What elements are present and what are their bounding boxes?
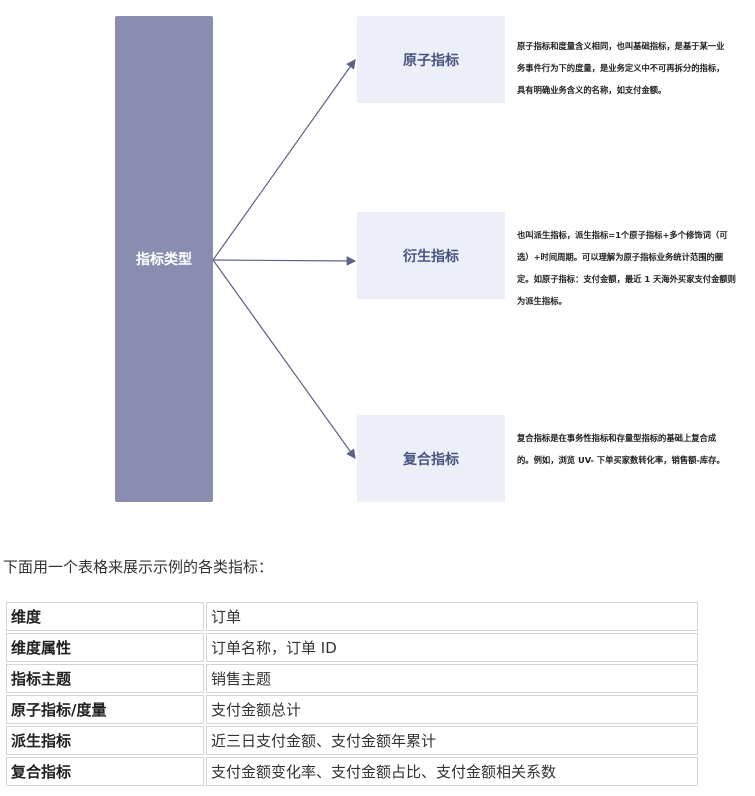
composite-description: 复合指标是在事务性指标和存量型指标的基础上复合成 的。例如，浏览 UV- 下单买… — [517, 427, 755, 471]
desc-line: 的。例如，浏览 UV- 下单买家数转化率，销售额-库存。 — [517, 455, 725, 465]
desc-line: 复合指标是在事务性指标和存量型指标的基础上复合成 — [517, 433, 717, 443]
root-label: 指标类型 — [136, 252, 192, 268]
table-row: 原子指标/度量支付金额总计 — [6, 695, 698, 724]
row-value: 订单名称，订单 ID — [206, 633, 698, 662]
arrow-to-derived — [212, 256, 357, 266]
desc-line: 定。如原子指标：支付金额，最近 1 天海外买家支付金额则 — [517, 274, 736, 284]
desc-line: 也叫派生指标，派生指标=1个原子指标+多个修饰词（可 — [517, 230, 728, 240]
row-key: 派生指标 — [6, 726, 204, 755]
desc-line: 具有明确业务含义的名称，如支付金额。 — [517, 85, 667, 95]
arrow-to-atomic — [212, 59, 356, 261]
row-key: 维度 — [6, 602, 204, 631]
row-value: 订单 — [206, 602, 698, 631]
table-row: 维度订单 — [6, 602, 698, 631]
derived-description: 也叫派生指标，派生指标=1个原子指标+多个修饰词（可 选）+时间周期。可以理解为… — [517, 224, 755, 312]
table-row: 指标主题销售主题 — [6, 664, 698, 693]
row-value: 支付金额总计 — [206, 695, 698, 724]
intro-text: 下面用一个表格来展示示例的各类指标： — [3, 558, 274, 576]
row-key: 指标主题 — [6, 664, 204, 693]
row-value: 支付金额变化率、支付金额占比、支付金额相关系数 — [206, 757, 698, 786]
table-row: 复合指标支付金额变化率、支付金额占比、支付金额相关系数 — [6, 757, 698, 786]
arrows — [212, 59, 357, 459]
metrics-table: 维度订单 维度属性订单名称，订单 ID 指标主题销售主题 原子指标/度量支付金额… — [4, 600, 700, 788]
desc-line: 选）+时间周期。可以理解为原子指标业务统计范围的圈 — [517, 252, 724, 262]
root-node: 指标类型 — [115, 16, 213, 502]
table-row: 派生指标近三日支付金额、支付金额年累计 — [6, 726, 698, 755]
node-atomic: 原子指标 — [357, 16, 505, 103]
node-derived: 衍生指标 — [357, 212, 505, 299]
node-composite: 复合指标 — [357, 415, 505, 502]
node-label: 衍生指标 — [403, 248, 459, 265]
desc-line: 务事件行为下的度量，是业务定义中不可再拆分的指标， — [517, 63, 725, 73]
desc-line: 为派生指标。 — [517, 296, 567, 306]
arrow-to-composite — [212, 259, 356, 459]
row-key: 复合指标 — [6, 757, 204, 786]
row-value: 近三日支付金额、支付金额年累计 — [206, 726, 698, 755]
desc-line: 原子指标和度量含义相同，也叫基础指标，是基于某一业 — [517, 41, 725, 51]
row-key: 原子指标/度量 — [6, 695, 204, 724]
table-row: 维度属性订单名称，订单 ID — [6, 633, 698, 662]
row-key: 维度属性 — [6, 633, 204, 662]
node-label: 原子指标 — [403, 52, 459, 69]
node-label: 复合指标 — [403, 451, 459, 468]
row-value: 销售主题 — [206, 664, 698, 693]
atomic-description: 原子指标和度量含义相同，也叫基础指标，是基于某一业 务事件行为下的度量，是业务定… — [517, 35, 755, 101]
